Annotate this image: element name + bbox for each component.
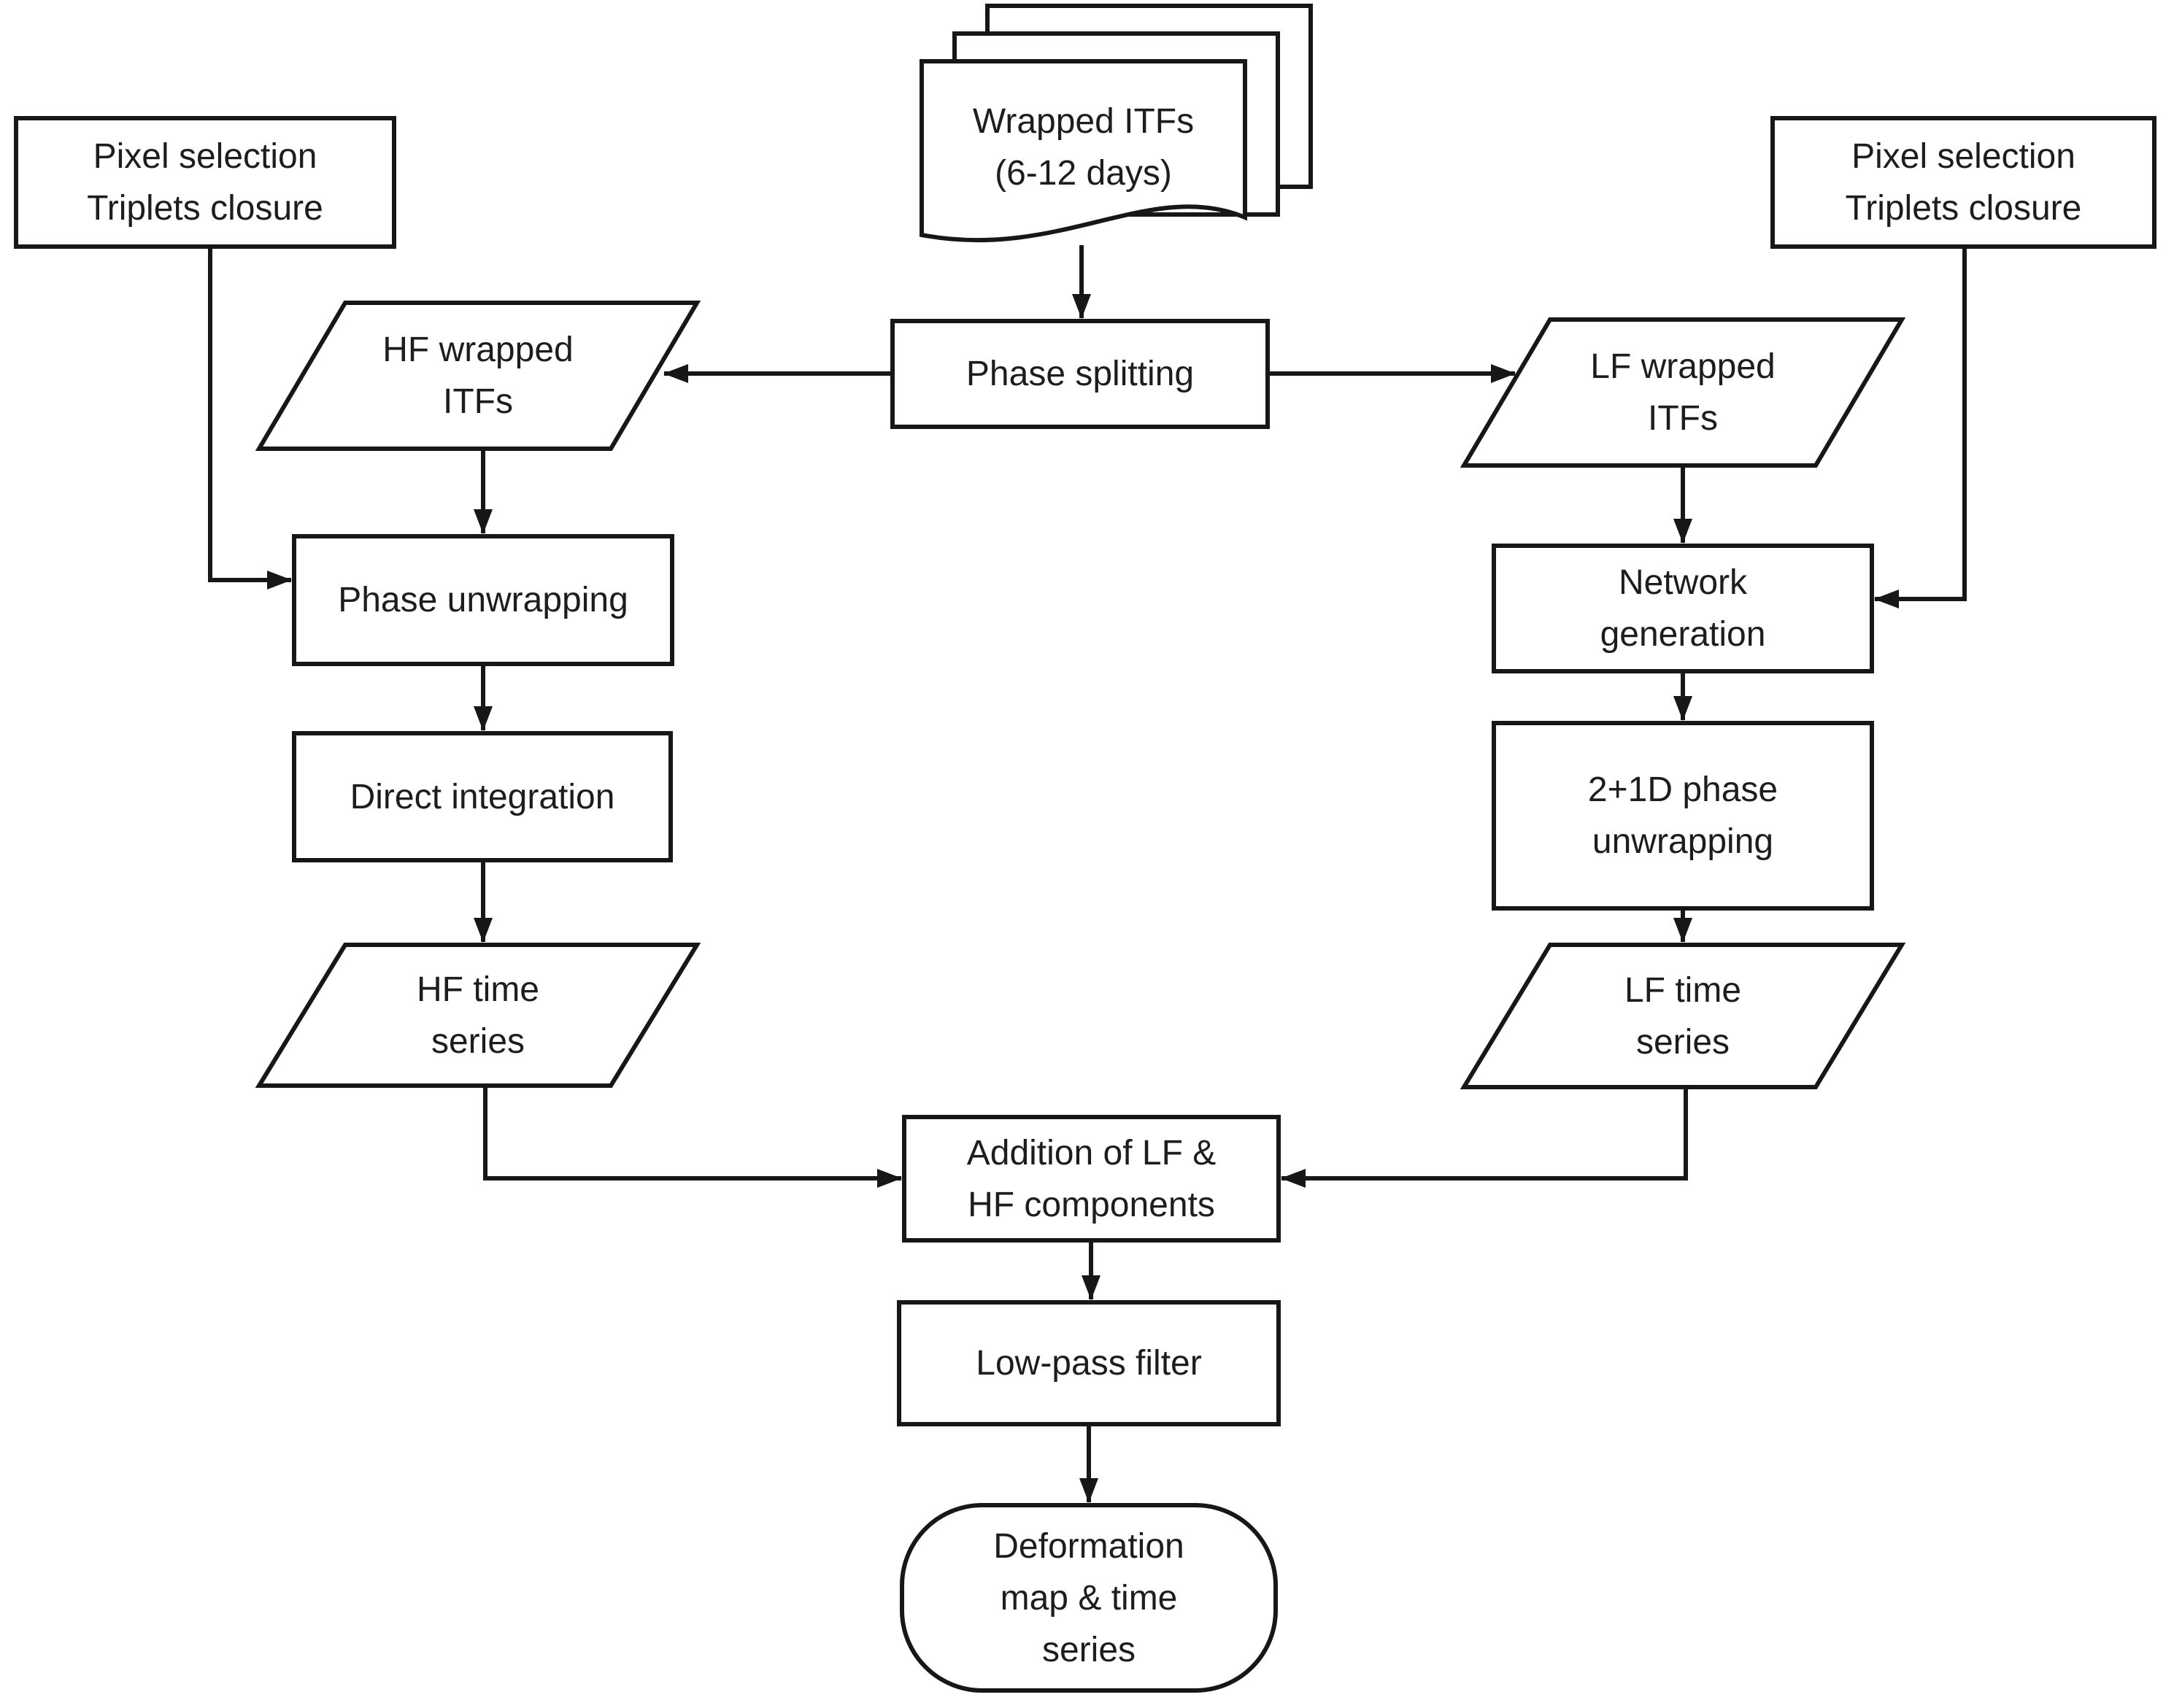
arrow-pixel-selection-right-to-network-generation [1874, 248, 1967, 608]
node-label-line: Phase unwrapping [338, 581, 628, 619]
node-label-line: Phase splitting [965, 355, 1195, 393]
node-hf-time-series: HF time series [259, 945, 697, 1086]
node-pixel-selection-left: Pixel selection Triplets closure [16, 118, 394, 247]
lf-wrapped-itfs-shape [1460, 317, 1906, 468]
node-deformation-output: Deformation map & time series [902, 1505, 1276, 1690]
low-pass-filter-shape [897, 1300, 1281, 1426]
node-label-line: ITFs [1648, 399, 1718, 438]
node-lf-time-series: LF time series [1464, 945, 1902, 1087]
node-phase-unwrapping-2plus1d: 2+1D phase unwrapping [1494, 723, 1872, 908]
node-low-pass-filter: Low-pass filter [899, 1302, 1279, 1424]
lf-time-series-shape [1460, 943, 1906, 1089]
node-phase-splitting: Phase splitting [893, 321, 1268, 427]
phase-unwrapping-shape [292, 534, 674, 666]
node-network-generation: Network generation [1494, 546, 1872, 671]
node-label-line: Pixel selection [1851, 137, 2075, 176]
network-generation-shape [1492, 544, 1874, 673]
node-label-line: Addition of LF & [966, 1133, 1217, 1172]
node-label-line: series [1635, 1022, 1730, 1062]
node-label-line: Direct integration [350, 777, 615, 816]
hf-wrapped-itfs-shape [255, 301, 701, 451]
node-label-line: 2+1D phase [1587, 770, 1778, 809]
phase-unwrapping-2plus1d-shape [1492, 721, 1874, 911]
node-label-line: LF wrapped [1590, 347, 1776, 386]
node-label-line: ITFs [443, 382, 513, 421]
direct-integration-shape [292, 731, 673, 862]
node-label-line: Pixel selection [93, 137, 317, 176]
node-label-line: LF time [1624, 970, 1742, 1010]
node-label-line: Low-pass filter [976, 1344, 1202, 1383]
node-pixel-selection-right: Pixel selection Triplets closure [1773, 118, 2154, 247]
node-direct-integration: Direct integration [294, 733, 671, 860]
node-label-line: HF components [968, 1185, 1215, 1224]
node-label-line: HF time [417, 970, 539, 1009]
node-label-line: Deformation [993, 1526, 1184, 1566]
node-label-line: map & time [1000, 1578, 1178, 1618]
arrow-pixel-selection-left-to-phase-unwrapping [208, 248, 292, 590]
node-label-line: Triplets closure [1845, 189, 2082, 228]
wrapped-itfs-document-stack-shape [920, 4, 1313, 243]
node-phase-unwrapping: Phase unwrapping [294, 536, 672, 664]
node-label-line: Wrapped ITFs [972, 102, 1195, 141]
pixel-selection-left-shape [14, 116, 396, 249]
node-label-line: HF wrapped [382, 331, 574, 369]
node-hf-wrapped-itfs: HF wrapped ITFs [259, 303, 697, 449]
arrow-hf-time-series-to-addition [483, 1087, 902, 1188]
node-wrapped-itfs: Wrapped ITFs (6-12 days) [922, 61, 1245, 233]
node-label-line: Network [1618, 563, 1748, 602]
node-label-line: (6-12 days) [995, 154, 1172, 193]
deformation-output-shape [900, 1503, 1278, 1693]
arrow-lf-time-series-to-addition [1281, 1089, 1688, 1188]
addition-lf-hf-shape [902, 1115, 1281, 1243]
document-page-front-icon [920, 59, 1247, 243]
node-label-line: series [1041, 1630, 1136, 1669]
node-label-line: series [431, 1021, 525, 1061]
node-label-line: generation [1600, 615, 1766, 654]
node-addition-lf-hf: Addition of LF & HF components [904, 1117, 1279, 1240]
node-label-line: unwrapping [1592, 822, 1774, 861]
node-label-line: Triplets closure [87, 189, 323, 228]
node-lf-wrapped-itfs: LF wrapped ITFs [1464, 320, 1902, 465]
pixel-selection-right-shape [1770, 116, 2156, 249]
hf-time-series-shape [255, 943, 701, 1088]
